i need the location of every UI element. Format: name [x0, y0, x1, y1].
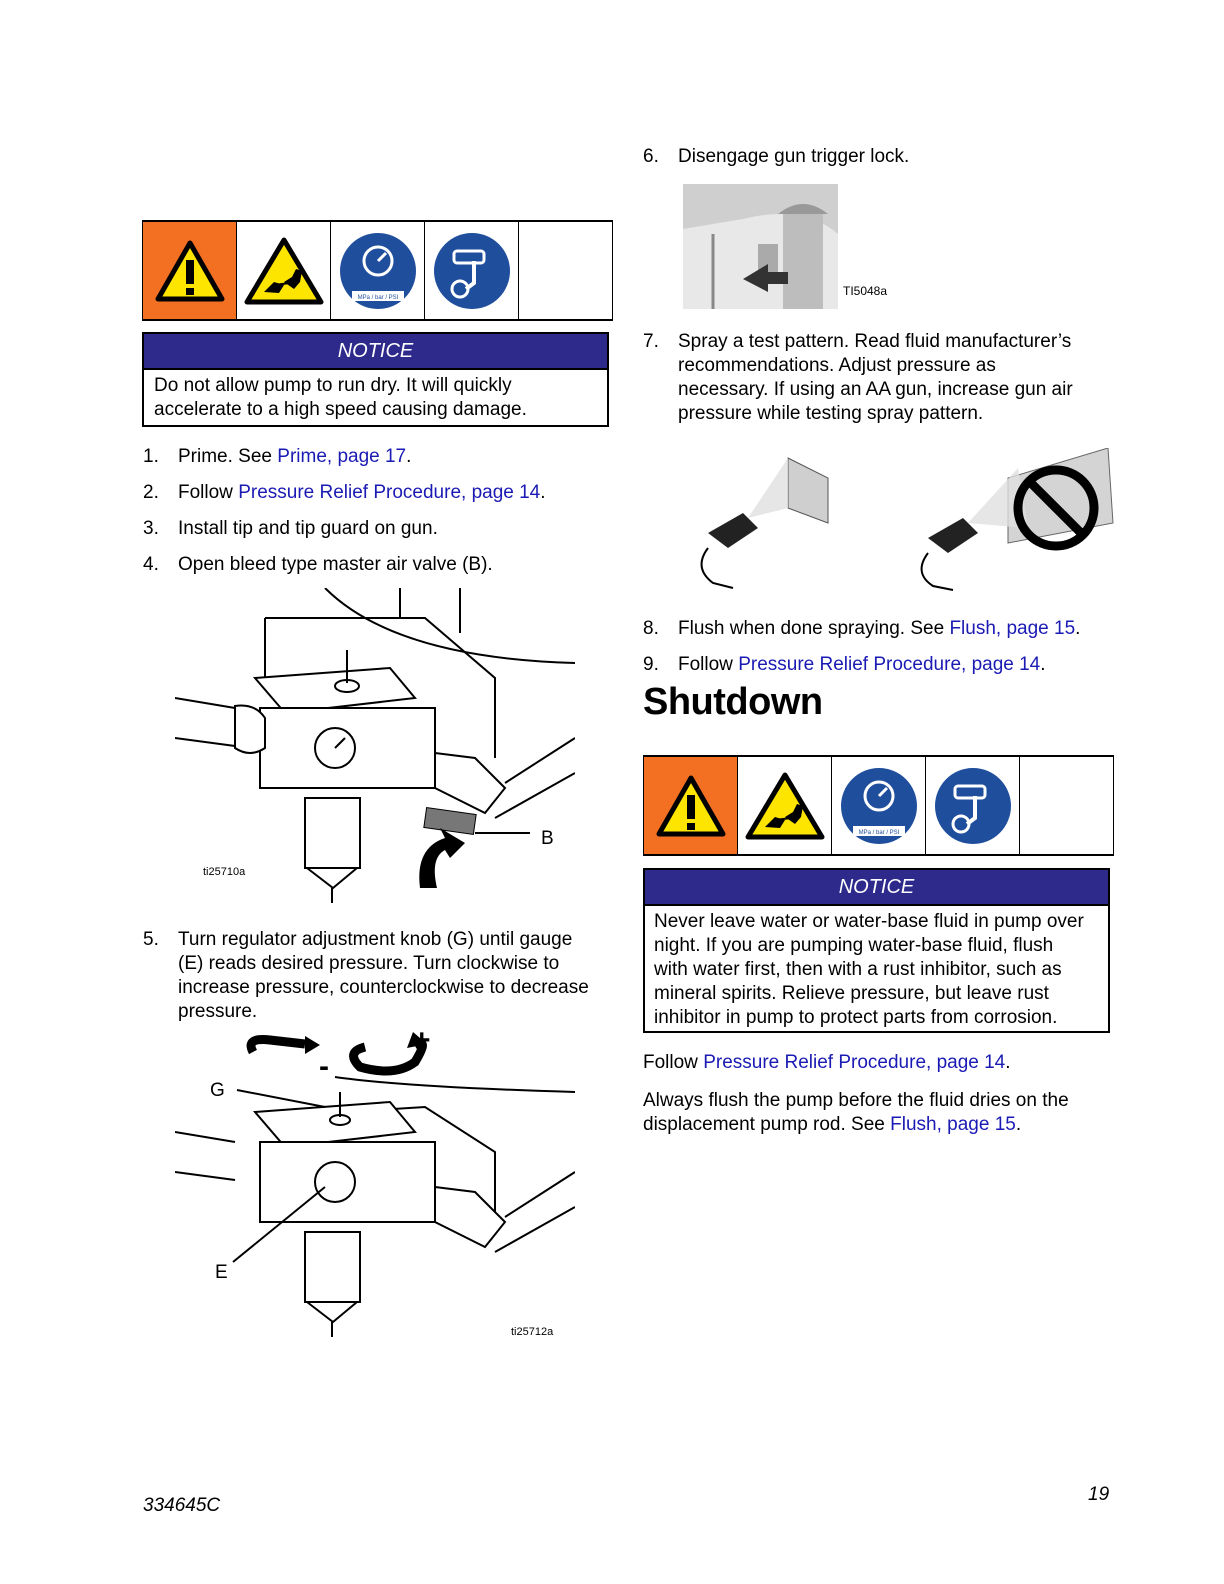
- punctuation: .: [540, 482, 546, 503]
- step-text-line: pressure.: [178, 1001, 258, 1022]
- step-number: 7.: [643, 331, 659, 352]
- step-number: 2.: [143, 482, 159, 503]
- paragraph-text: Follow: [643, 1052, 704, 1073]
- flush-link[interactable]: Flush, page 15: [890, 1114, 1016, 1135]
- page-number: 19: [1088, 1484, 1110, 1505]
- step-5: 5. Turn regulator adjustment knob (G) un…: [143, 928, 613, 1028]
- step-text-line: increase pressure, counterclockwise to d…: [178, 977, 589, 998]
- step-text-line: (E) reads desired pressure. Turn clockwi…: [178, 953, 560, 974]
- notice-text-line: night. If you are pumping water-base flu…: [654, 935, 1054, 956]
- general-warning-icon: [644, 757, 738, 854]
- empty-cell: [519, 222, 613, 319]
- notice-text: Do not allow pump to run dry. It will qu…: [154, 375, 527, 420]
- flush-link[interactable]: Flush, page 15: [949, 618, 1076, 639]
- step-7: 7. Spray a test pattern. Read fluid manu…: [643, 330, 1113, 430]
- trigger-lock-figure: TI5048a: [683, 184, 898, 309]
- punctuation: .: [1005, 1052, 1011, 1073]
- paragraph-text: displacement pump rod. See: [643, 1114, 891, 1135]
- pressure-relief-link[interactable]: Pressure Relief Procedure, page 14: [238, 482, 541, 503]
- regulator-figure: - + G E ti25712a: [174, 1026, 576, 1352]
- step-text-line: necessary. If using an AA gun, increase …: [678, 379, 1073, 400]
- step-number: 3.: [143, 518, 159, 539]
- step-text-line: recommendations. Adjust pressure as: [678, 355, 996, 376]
- step-number: 1.: [143, 446, 159, 467]
- empty-cell: [1020, 757, 1114, 854]
- step-text: Flush when done spraying. See: [678, 618, 950, 639]
- plus-sign: +: [413, 1024, 431, 1057]
- notice-text-line: mineral spirits. Relieve pressure, but l…: [654, 983, 1049, 1004]
- callout-e: E: [215, 1262, 228, 1283]
- paragraph: Follow Pressure Relief Procedure, page 1…: [643, 1051, 1113, 1075]
- callout-b: B: [541, 828, 554, 849]
- punctuation: .: [1040, 654, 1046, 675]
- step-text: Install tip and tip guard on gun.: [178, 518, 438, 539]
- air-valve-illustration: [174, 587, 576, 903]
- prime-link[interactable]: Prime, page 17: [277, 446, 407, 467]
- punctuation: .: [1015, 1114, 1022, 1135]
- paragraph-text: Always flush the pump before the fluid d…: [643, 1090, 1069, 1111]
- hazard-symbol-table: MPa / bar / PSI: [643, 755, 1114, 856]
- notice-text-line: with water first, then with a rust inhib…: [654, 959, 1062, 980]
- punctuation: .: [1075, 618, 1081, 639]
- notice-text-line: inhibitor in pump to protect parts from …: [654, 1007, 1058, 1028]
- air-valve-figure: B ti25710a: [174, 587, 576, 908]
- step-text: Follow: [678, 654, 739, 675]
- notice-box: NOTICE Never leave water or water-base f…: [643, 868, 1110, 1033]
- step-number: 9.: [643, 654, 659, 675]
- step-text: Disengage gun trigger lock.: [678, 146, 910, 167]
- spray-pattern-illustration: [700, 447, 1114, 591]
- step-text: Follow: [178, 482, 239, 503]
- pressure-relief-link[interactable]: Pressure Relief Procedure, page 14: [738, 654, 1041, 675]
- spray-pattern-figure: [688, 447, 1118, 593]
- pressure-relief-link[interactable]: Pressure Relief Procedure, page 14: [703, 1052, 1006, 1073]
- callout-g: G: [210, 1080, 225, 1101]
- step-text-line: pressure while testing spray pattern.: [678, 403, 984, 424]
- regulator-illustration: [174, 1032, 576, 1337]
- section-heading: Shutdown: [643, 681, 823, 723]
- step-number: 6.: [643, 146, 659, 167]
- gauge-unit-label: MPa / bar / PSI: [357, 295, 398, 301]
- pressure-gauge-icon: MPa / bar / PSI: [832, 757, 926, 854]
- hazard-symbol-table: MPa / bar / PSI: [142, 220, 613, 321]
- step-text-line: Spray a test pattern. Read fluid manufac…: [678, 331, 1072, 352]
- step-number: 5.: [143, 929, 159, 950]
- skin-injection-icon: [237, 222, 331, 319]
- notice-title: NOTICE: [144, 334, 607, 370]
- punctuation: .: [406, 446, 412, 467]
- general-warning-icon: [143, 222, 237, 319]
- skin-injection-icon: [738, 757, 832, 854]
- figure-id: TI5048a: [843, 284, 888, 298]
- step-text-line: Turn regulator adjustment knob (G) until…: [178, 929, 573, 950]
- notice-box: NOTICE Do not allow pump to run dry. It …: [142, 332, 609, 427]
- trigger-lock-icon: [926, 757, 1020, 854]
- notice-text-line: Never leave water or water-base fluid in…: [654, 911, 1084, 932]
- step-text: Prime. See: [178, 446, 278, 467]
- figure-id: ti25710a: [203, 866, 246, 878]
- notice-title: NOTICE: [645, 870, 1108, 906]
- minus-sign: -: [319, 1050, 329, 1083]
- figure-id: ti25712a: [511, 1326, 554, 1338]
- step-text: Open bleed type master air valve (B).: [178, 554, 493, 575]
- paragraph: Always flush the pump before the fluid d…: [643, 1089, 1113, 1137]
- document-number: 334645C: [143, 1495, 221, 1516]
- pressure-gauge-icon: MPa / bar / PSI: [331, 222, 425, 319]
- gauge-unit-label: MPa / bar / PSI: [858, 830, 899, 836]
- step-number: 4.: [143, 554, 159, 575]
- gun-trigger-photo: [683, 184, 838, 309]
- step-number: 8.: [643, 618, 659, 639]
- trigger-lock-icon: [425, 222, 519, 319]
